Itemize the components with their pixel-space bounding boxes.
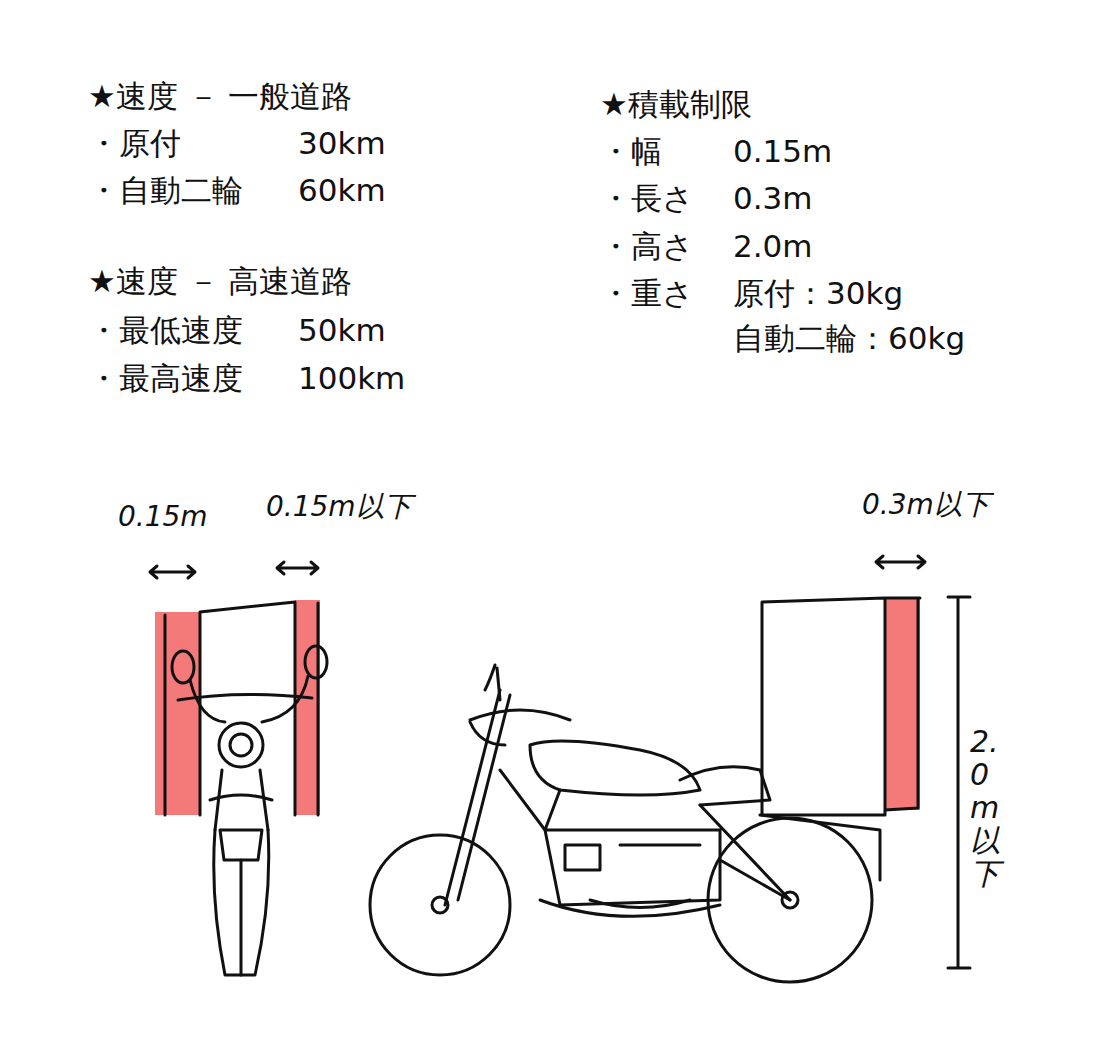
spec-text: ★速度 － 一般道路 [88, 78, 353, 115]
spec-text: 50km [298, 312, 386, 349]
spec-text: ・長さ [600, 180, 694, 217]
spec-text: 2.0m [733, 228, 813, 265]
spec-text: 0.3m [733, 180, 813, 217]
dimension-label: 0.3m以下 [862, 488, 990, 522]
spec-text: 原付：30kg [733, 275, 903, 312]
spec-text: 60km [298, 172, 386, 209]
spec-text: ★速度 － 高速道路 [88, 263, 353, 300]
spec-text: ・最高速度 [88, 360, 243, 397]
spec-text: 自動二輪：60kg [733, 320, 965, 357]
spec-text: ・幅 [600, 133, 662, 170]
spec-text: 0.15m [733, 133, 832, 170]
dimension-label: 0.15m以下 [266, 490, 412, 524]
spec-text: ・重さ [600, 275, 694, 312]
spec-text: ・高さ [600, 228, 694, 265]
spec-text: 100km [298, 360, 405, 397]
dimension-label: 2.0m以下 [970, 725, 1000, 890]
spec-text: ★積載制限 [600, 86, 752, 123]
spec-text: 30km [298, 125, 386, 162]
spec-text: ・原付 [88, 125, 181, 162]
dimension-label: 0.15m [118, 500, 208, 534]
spec-text: ・最低速度 [88, 312, 243, 349]
spec-text: ・自動二輪 [88, 172, 243, 209]
